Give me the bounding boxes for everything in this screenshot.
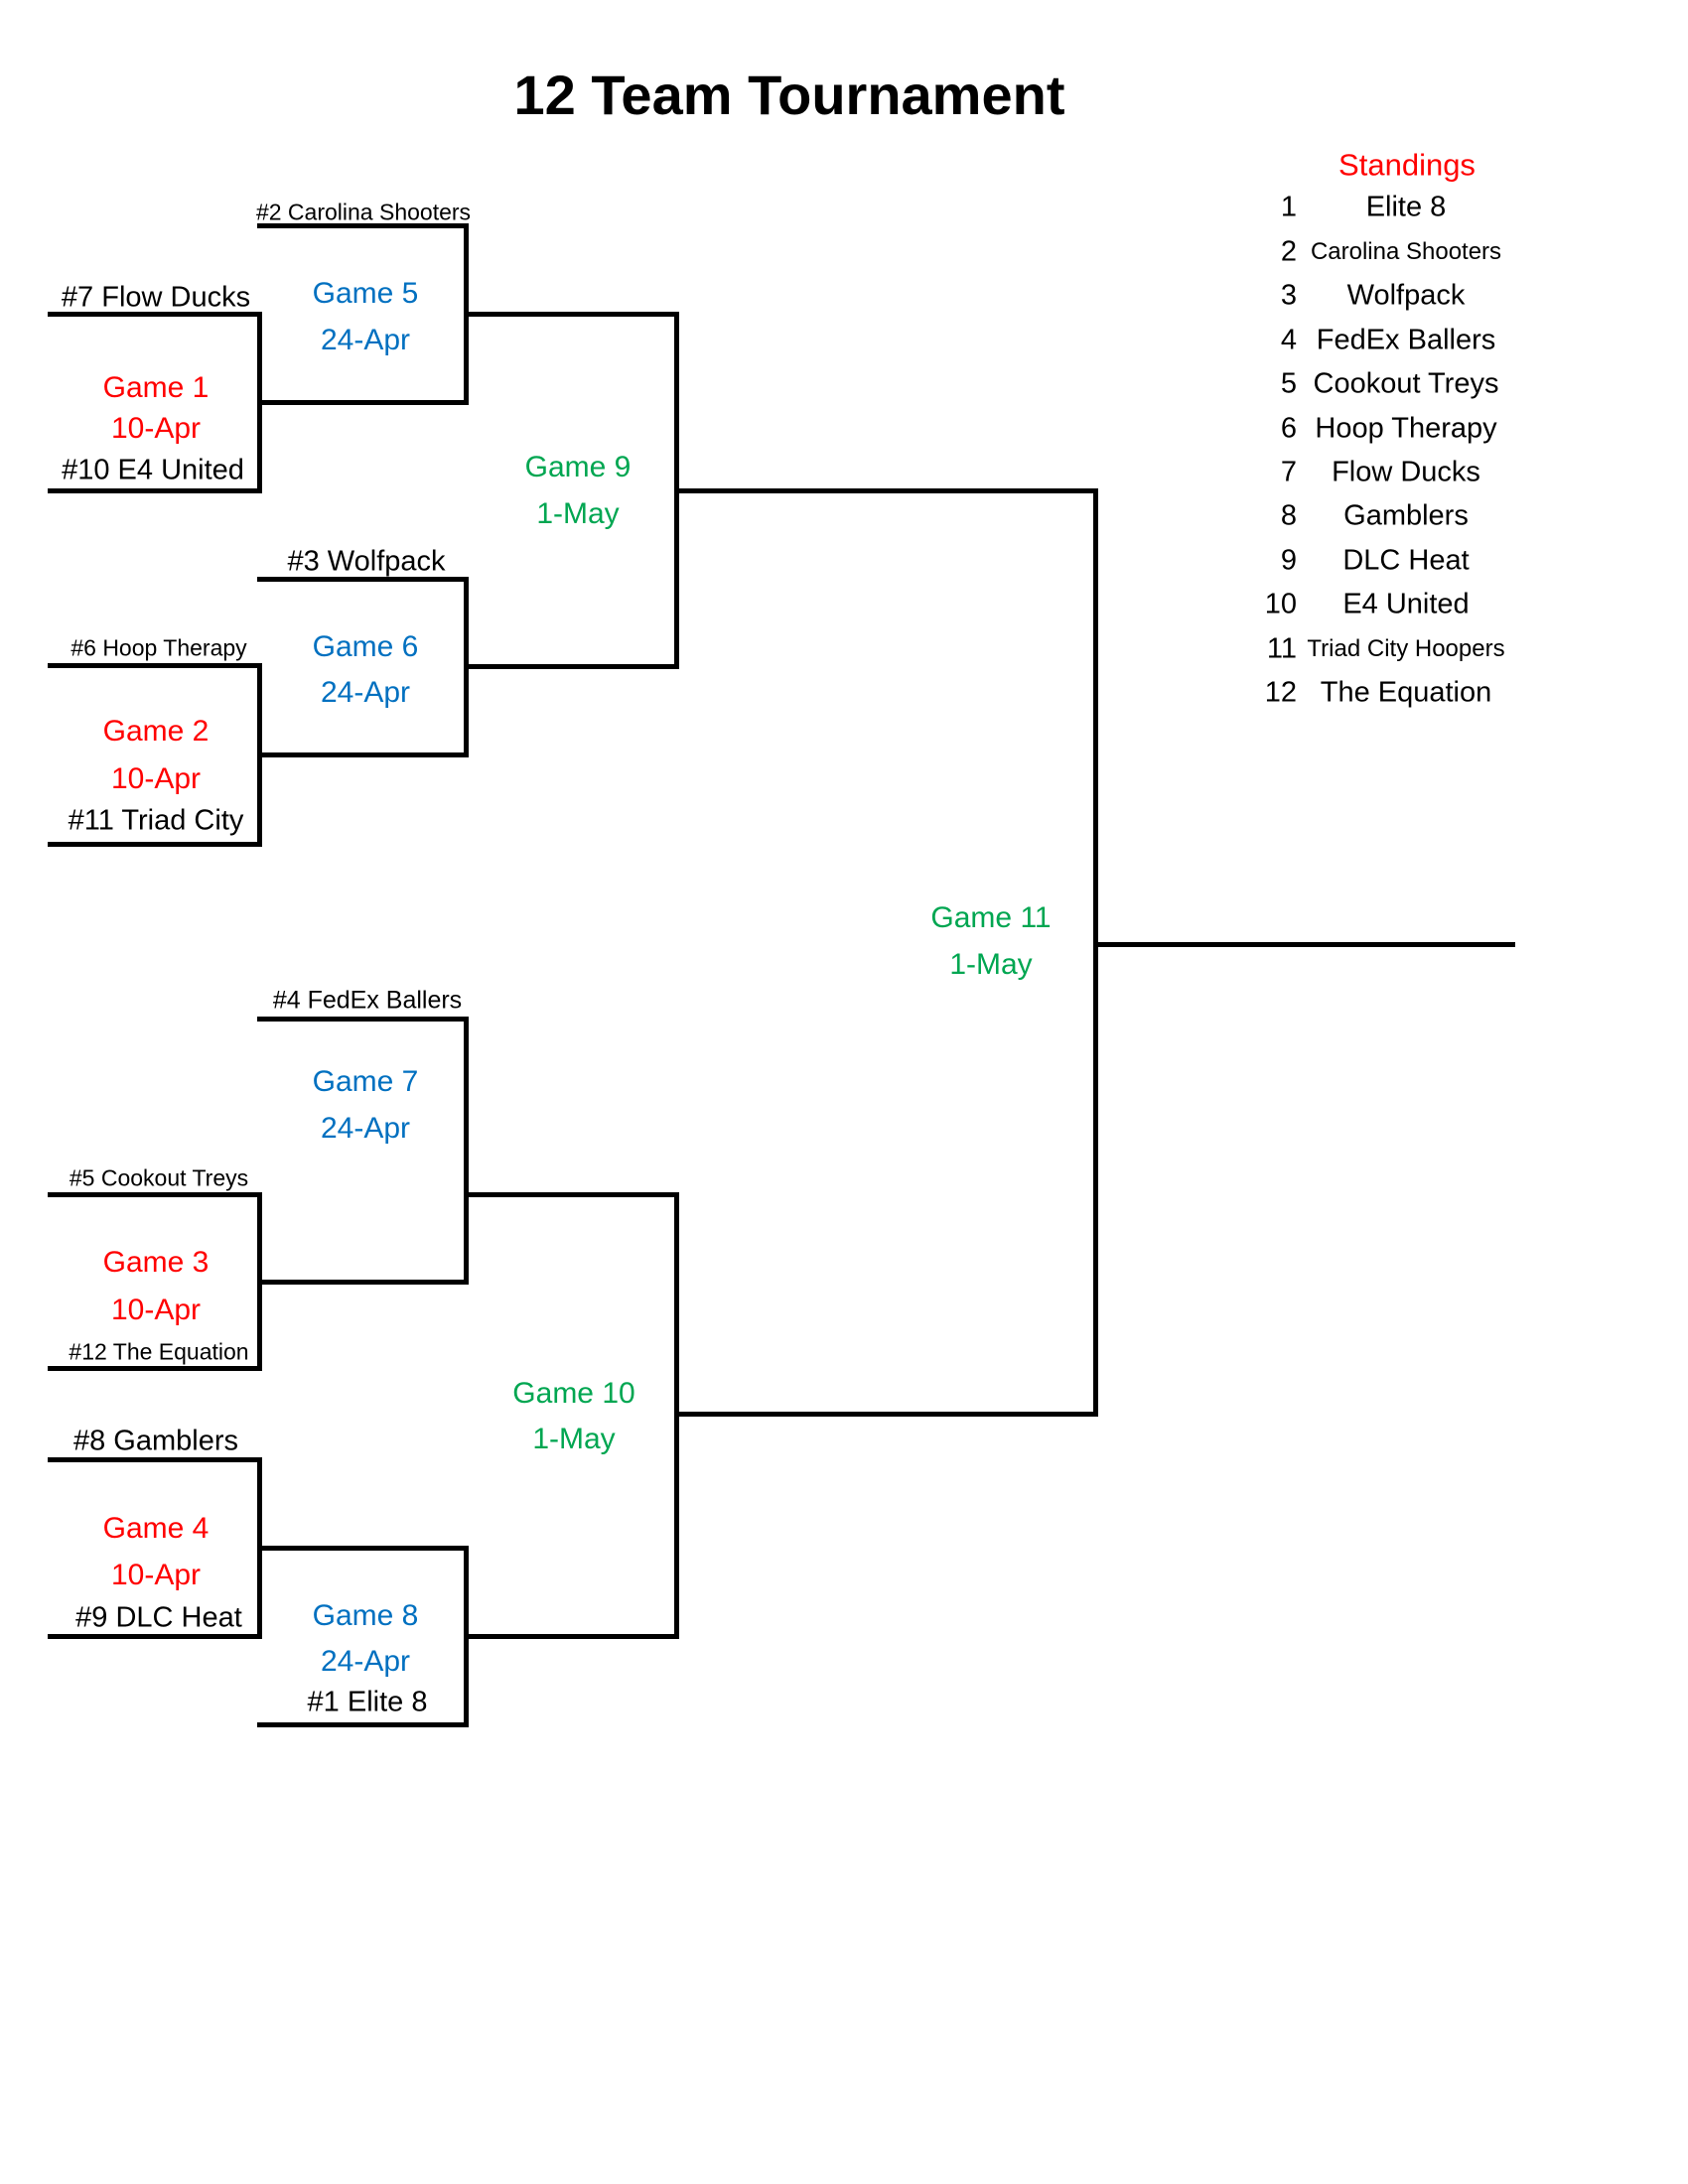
- seed-label-gamblers: #8 Gamblers: [72, 1425, 239, 1457]
- vline-game1: [257, 312, 262, 493]
- line-game4-winner: [257, 1546, 468, 1551]
- standings-rank: 7: [1280, 456, 1297, 488]
- page-title: 12 Team Tournament: [513, 64, 1065, 126]
- game-8-label: Game 8: [312, 1599, 419, 1632]
- standings-rank: 4: [1280, 324, 1297, 356]
- standings-rank: 10: [1264, 588, 1297, 620]
- standings-rank: 1: [1280, 191, 1297, 223]
- game-10-label: Game 10: [512, 1377, 635, 1410]
- vline-game9: [674, 312, 679, 669]
- standings-team: The Equation: [1320, 676, 1492, 709]
- line-game5-winner: [464, 312, 678, 317]
- standings-team: Cookout Treys: [1313, 367, 1499, 400]
- game-11-date: 1-May: [949, 948, 1033, 981]
- standings-rank: 8: [1280, 499, 1297, 532]
- vline-game10: [674, 1192, 679, 1639]
- line-seed8-gamblers: [48, 1457, 261, 1462]
- standings-team: FedEx Ballers: [1316, 324, 1496, 356]
- standings-team: DLC Heat: [1342, 544, 1470, 577]
- game-10-date: 1-May: [532, 1423, 616, 1455]
- line-seed12-equation: [48, 1366, 261, 1371]
- seed-label-flow-ducks: #7 Flow Ducks: [61, 281, 251, 314]
- line-seed9-dlc-heat: [48, 1634, 261, 1639]
- vline-game11: [1093, 488, 1098, 1417]
- game-4-date: 10-Apr: [110, 1559, 202, 1591]
- vline-game5: [464, 223, 469, 405]
- game-11-label: Game 11: [930, 901, 1052, 934]
- seed-label-hoop-therapy: #6 Hoop Therapy: [70, 634, 247, 661]
- vline-game7: [464, 1017, 469, 1285]
- standings-team: Carolina Shooters: [1310, 238, 1502, 265]
- vline-game6: [464, 577, 469, 757]
- seed-label-elite-8: #1 Elite 8: [307, 1686, 428, 1718]
- standings-rank: 9: [1280, 544, 1297, 577]
- vline-game4: [257, 1457, 262, 1639]
- standings-team: Flow Ducks: [1332, 456, 1480, 488]
- game-1-label: Game 1: [102, 371, 210, 404]
- line-seed3-wolfpack: [257, 577, 468, 582]
- seed-label-e4-united: #10 E4 United: [62, 454, 244, 486]
- game-3-date: 10-Apr: [110, 1294, 202, 1326]
- game-8-date: 24-Apr: [320, 1645, 411, 1678]
- game-5-label: Game 5: [312, 277, 419, 310]
- line-seed6-hoop-therapy: [48, 663, 261, 668]
- line-game3-winner: [257, 1280, 468, 1285]
- vline-game2: [257, 663, 262, 847]
- line-seed10-e4-united: [48, 488, 261, 493]
- seed-label-dlc-heat: #9 DLC Heat: [75, 1601, 242, 1634]
- seed-label-the-equation: #12 The Equation: [69, 1338, 249, 1365]
- seed-label-fedex-ballers: #4 FedEx Ballers: [272, 986, 463, 1015]
- seed-label-carolina-shooters: #2 Carolina Shooters: [255, 199, 472, 225]
- line-champion: [1093, 942, 1515, 947]
- line-game7-winner: [464, 1192, 678, 1197]
- line-seed5-cookout: [48, 1192, 261, 1197]
- standings-team: Triad City Hoopers: [1307, 635, 1505, 662]
- game-6-label: Game 6: [312, 630, 419, 663]
- line-game6-winner: [464, 664, 678, 669]
- standings-rank: 6: [1280, 412, 1297, 445]
- standings-rank: 12: [1264, 676, 1297, 709]
- standings-team: Elite 8: [1365, 191, 1447, 223]
- standings-rank: 11: [1266, 632, 1297, 665]
- seed-label-cookout-treys: #5 Cookout Treys: [69, 1164, 249, 1191]
- standings-team: Hoop Therapy: [1315, 412, 1497, 445]
- game-7-date: 24-Apr: [320, 1112, 411, 1145]
- game-7-label: Game 7: [312, 1065, 419, 1098]
- line-game2-winner: [257, 752, 468, 757]
- game-1-date: 10-Apr: [110, 412, 202, 445]
- standings-team: Wolfpack: [1346, 279, 1466, 312]
- game-5-date: 24-Apr: [320, 324, 411, 356]
- game-2-date: 10-Apr: [110, 762, 202, 795]
- line-seed7-flow-ducks: [48, 312, 261, 317]
- vline-game3: [257, 1192, 262, 1371]
- standings-rank: 2: [1280, 235, 1297, 268]
- game-9-date: 1-May: [536, 497, 620, 530]
- line-seed2-carolina: [257, 223, 468, 228]
- line-game10-winner: [674, 1412, 1097, 1417]
- line-game9-winner: [674, 488, 1097, 493]
- standings-title: Standings: [1338, 147, 1476, 183]
- standings-team: Gamblers: [1343, 499, 1469, 532]
- vline-game8: [464, 1546, 469, 1727]
- game-9-label: Game 9: [524, 451, 632, 483]
- line-game8-winner: [464, 1634, 678, 1639]
- seed-label-wolfpack: #3 Wolfpack: [287, 545, 446, 578]
- line-seed1-elite8: [257, 1722, 468, 1727]
- standings-rank: 5: [1280, 367, 1297, 400]
- line-seed11-triad-city: [48, 842, 261, 847]
- standings-rank: 3: [1280, 279, 1297, 312]
- game-4-label: Game 4: [102, 1512, 210, 1545]
- line-game1-winner: [257, 400, 468, 405]
- line-seed4-fedex: [257, 1017, 468, 1022]
- game-2-label: Game 2: [102, 715, 210, 748]
- game-3-label: Game 3: [102, 1246, 210, 1279]
- game-6-date: 24-Apr: [320, 676, 411, 709]
- standings-team: E4 United: [1342, 588, 1470, 620]
- seed-label-triad-city: #11 Triad City: [68, 804, 244, 837]
